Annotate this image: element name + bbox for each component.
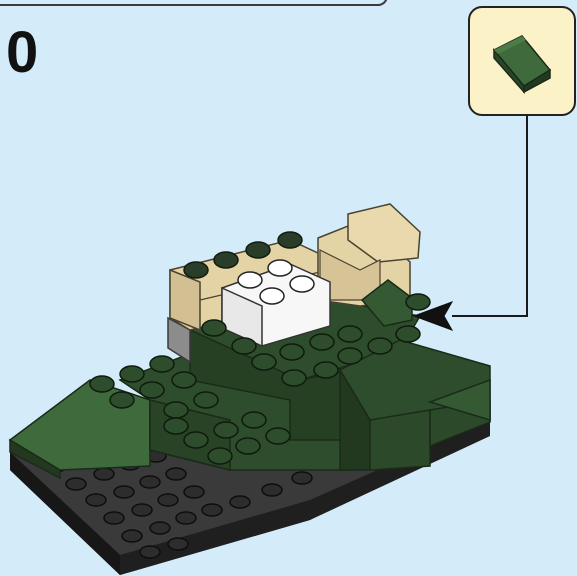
- callout-leader-line: [452, 116, 527, 316]
